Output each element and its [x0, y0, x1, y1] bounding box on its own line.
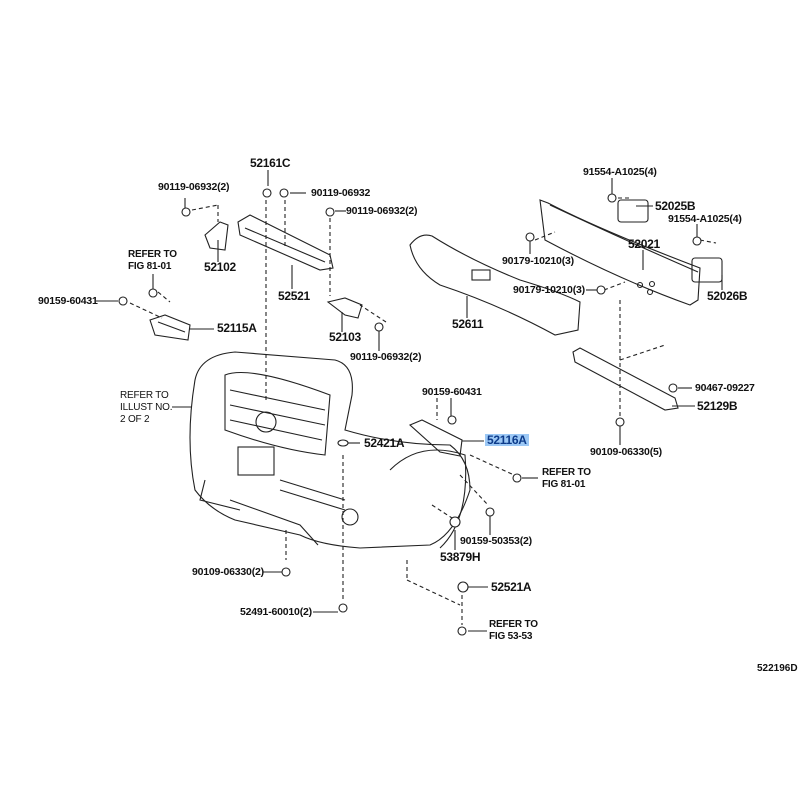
part-label-52025B[interactable]: 52025B [655, 199, 696, 213]
ref-line: FIG 81-01 [128, 261, 172, 272]
part-label-90159-60431[interactable]: 90159-60431 [38, 295, 98, 307]
part-label-52103[interactable]: 52103 [329, 330, 361, 344]
ref-line: 2 OF 2 [120, 414, 150, 425]
part-label-90119-06932[interactable]: 90119-06932(2) [350, 351, 422, 363]
part-label-52611[interactable]: 52611 [452, 317, 484, 331]
ref-line: REFER TO [120, 390, 169, 401]
part-label-90467-09227[interactable]: 90467-09227 [695, 382, 755, 394]
part-label-90109-06330[interactable]: 90109-06330(5) [590, 446, 662, 458]
part-label-52021[interactable]: 52021 [628, 237, 660, 251]
part-label-90119-06932[interactable]: 90119-06932 [311, 187, 371, 199]
part-label-52491-60010[interactable]: 52491-60010(2) [240, 606, 312, 618]
part-label-90119-06932[interactable]: 90119-06932(2) [158, 181, 230, 193]
ref-line: ILLUST NO. [120, 402, 173, 413]
part-label-90179-10210[interactable]: 90179-10210(3) [513, 284, 585, 296]
ref-line: FIG 81-01 [542, 479, 586, 490]
diagram-code: 522196D [757, 663, 798, 674]
part-label-53879H[interactable]: 53879H [440, 550, 481, 564]
part-label-90109-06330[interactable]: 90109-06330(2) [192, 566, 264, 578]
ref-line: REFER TO [489, 619, 538, 630]
part-label-90159-60431[interactable]: 90159-60431 [422, 386, 482, 398]
part-label-90119-06932[interactable]: 90119-06932(2) [346, 205, 418, 217]
part-label-52026B[interactable]: 52026B [707, 289, 748, 303]
part-label-52421A[interactable]: 52421A [364, 436, 405, 450]
part-label-52521A[interactable]: 52521A [491, 580, 532, 594]
part-label-52115A[interactable]: 52115A [217, 321, 257, 335]
part-label-52129B[interactable]: 52129B [697, 399, 738, 413]
part-label-52161C[interactable]: 52161C [250, 156, 291, 170]
part-label-90179-10210[interactable]: 90179-10210(3) [502, 255, 574, 267]
leader-lines [96, 170, 723, 632]
part-label-91554-A1025[interactable]: 91554-A1025(4) [583, 166, 657, 178]
ref-line: FIG 53-53 [489, 631, 533, 642]
part-label-91554-A1025[interactable]: 91554-A1025(4) [668, 213, 742, 225]
ref-line: REFER TO [128, 249, 177, 260]
part-label-52102[interactable]: 52102 [204, 260, 236, 274]
part-label-52521[interactable]: 52521 [278, 289, 310, 303]
part-label-52116A-highlighted[interactable]: 52116A [485, 433, 529, 447]
ref-line: REFER TO [542, 467, 591, 478]
part-shapes [118, 188, 723, 636]
part-label-90159-50353[interactable]: 90159-50353(2) [460, 535, 532, 547]
